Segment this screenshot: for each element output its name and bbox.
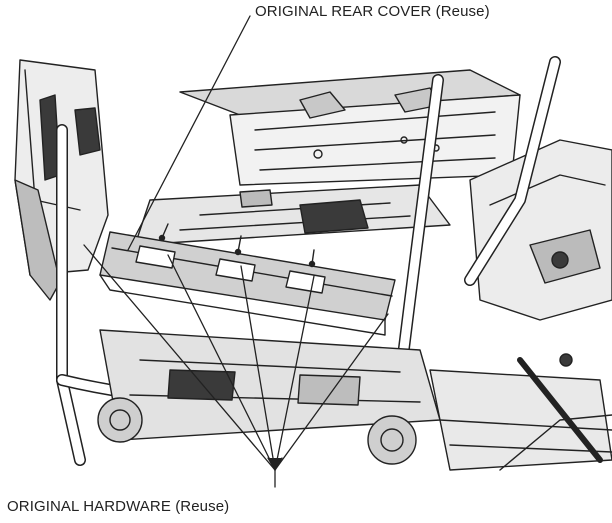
- callout-leaders: [83, 15, 389, 488]
- right-seat: [469, 139, 612, 321]
- rear-cover-callout-label: ORIGINAL REAR COVER (Reuse): [255, 3, 490, 20]
- rear-cover-panel: [99, 223, 396, 336]
- cargo-floor: [134, 184, 451, 246]
- lower-chassis: [97, 329, 612, 471]
- hardware-callout-label: ORIGINAL HARDWARE (Reuse): [7, 498, 230, 515]
- cab-frame: [179, 69, 521, 186]
